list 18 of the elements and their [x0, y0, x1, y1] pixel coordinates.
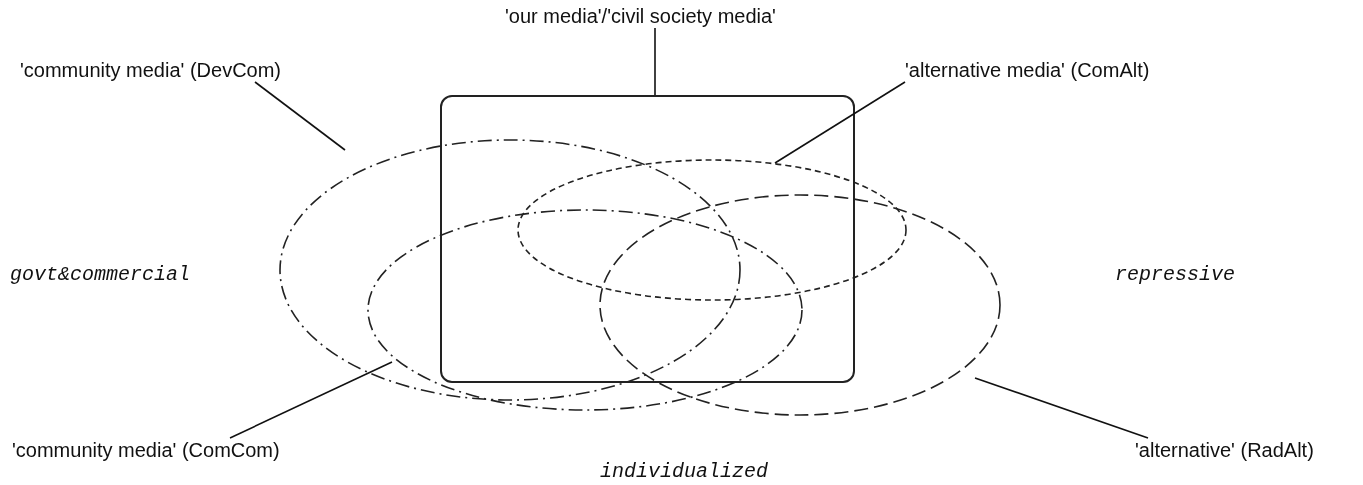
- region-label: individualized: [600, 460, 769, 484]
- callout-text: 'alternative media' (ComAlt): [905, 58, 1150, 82]
- dashed-ellipse: [278, 138, 742, 402]
- dashed-ellipse: [516, 158, 908, 302]
- dashed-ellipse: [366, 208, 804, 412]
- leader-line: [654, 27, 656, 96]
- dashed-ellipse: [598, 193, 1002, 417]
- leader-line: [774, 81, 906, 164]
- region-label: repressive: [1115, 263, 1236, 287]
- region-label: govt&commercial: [10, 263, 191, 287]
- callout-text: 'community media' (ComCom): [12, 438, 280, 462]
- leader-line: [254, 81, 346, 151]
- rounded-rectangle: [440, 95, 855, 383]
- callout-text: 'community media' (DevCom): [20, 58, 282, 82]
- leader-line: [229, 361, 393, 439]
- callout-text: 'our media'/'civil society media': [505, 4, 776, 28]
- callout-text: 'alternative' (RadAlt): [1135, 438, 1314, 462]
- leader-line: [974, 377, 1149, 439]
